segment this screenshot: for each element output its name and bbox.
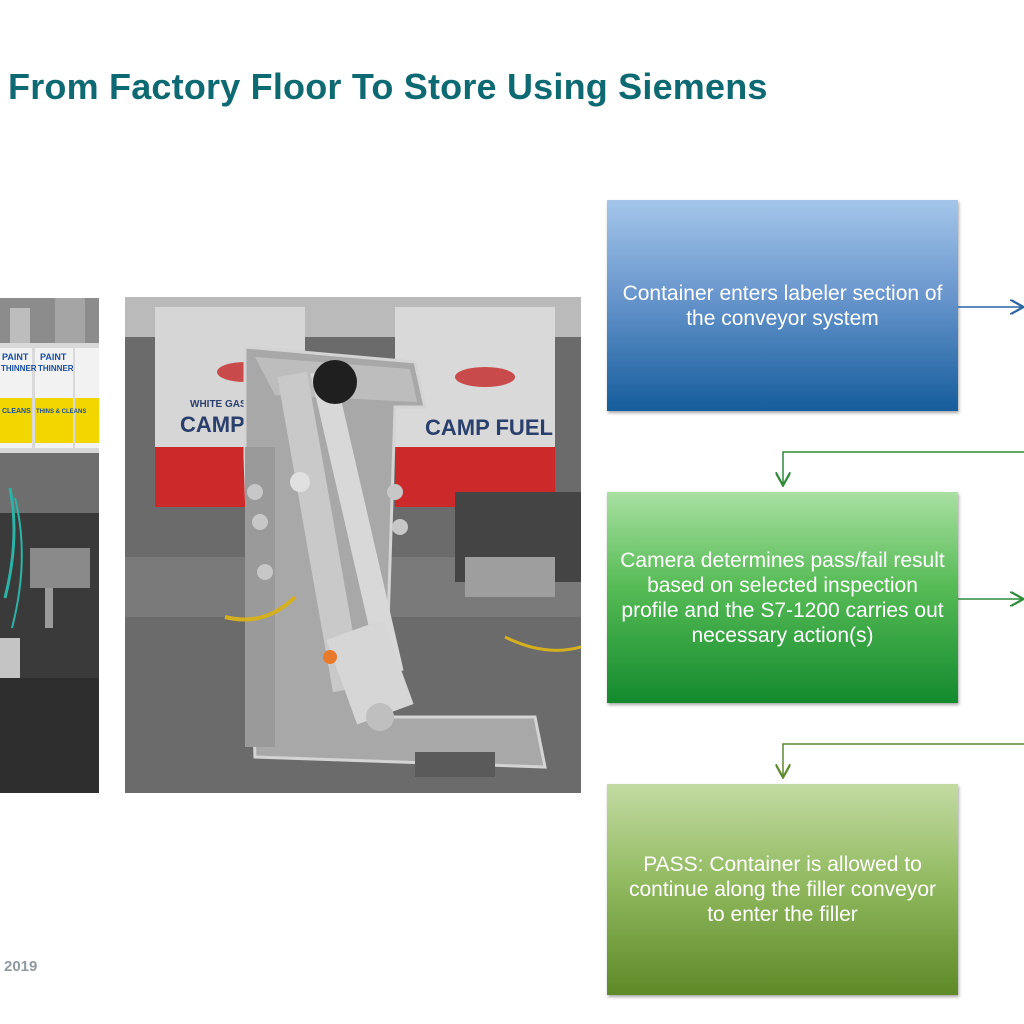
process-step-pass: PASS: Container is allowed to continue a… <box>607 784 958 995</box>
step-text: Camera determines pass/fail result based… <box>620 548 945 647</box>
can-label-text: THINNER <box>1 364 37 373</box>
reject-mechanism-photo: WHITE GAS CAMP FUEL CAMP FUEL <box>125 297 581 793</box>
slide-title: From Factory Floor To Store Using Siemen… <box>8 66 768 107</box>
labeler-photo-left: PAINT THINNER PAINT THINNER CLEANS THINS… <box>0 298 99 793</box>
arrow-down-icon <box>783 743 1024 776</box>
can-label-text: CLEANS <box>2 408 31 415</box>
can-label-text: THINNER <box>38 364 74 373</box>
can-label-text: THINS & CLEANS <box>36 409 86 415</box>
can-text: CAMP FUEL <box>425 415 553 440</box>
process-step-enter-labeler: Container enters labeler section of the … <box>607 200 958 411</box>
can-label-text: PAINT <box>40 352 67 362</box>
process-step-camera-inspection: Camera determines pass/fail result based… <box>607 492 958 703</box>
can-label-text: PAINT <box>2 352 29 362</box>
arrow-down-icon <box>783 451 1024 484</box>
step-text: Container enters labeler section of the … <box>622 281 943 330</box>
step-text: PASS: Container is allowed to continue a… <box>628 853 937 926</box>
can-text: WHITE GAS <box>190 399 247 410</box>
footer-year: 2019 <box>4 958 38 975</box>
